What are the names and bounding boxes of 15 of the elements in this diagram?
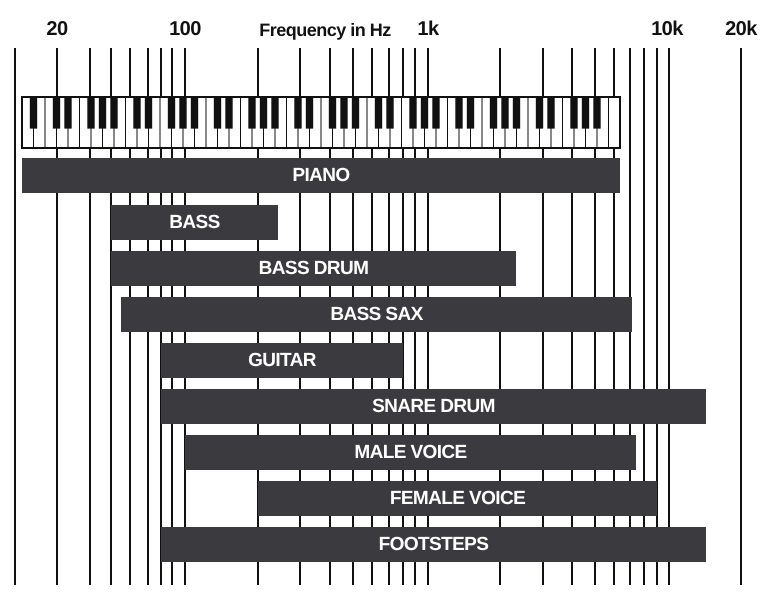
range-bar: SNARE DRUM [161,389,706,424]
range-bar: BASS [111,205,278,240]
range-bar: FEMALE VOICE [258,481,657,516]
range-bar: MALE VOICE [185,435,636,470]
axis-tick-label: 10k [651,18,683,41]
range-bar: FOOTSTEPS [161,527,706,562]
range-bar: BASS DRUM [111,251,516,286]
axis-title: Frequency in Hz [259,20,391,41]
axis-tick-label: 100 [169,18,201,41]
axis-tick-label: 1k [417,18,439,41]
range-bar: GUITAR [161,343,403,378]
range-bar: PIANO [22,158,620,193]
axis-tick-label: 20 [46,18,68,41]
range-bar: BASS SAX [121,297,632,332]
axis-tick-label: 20k [725,18,757,41]
